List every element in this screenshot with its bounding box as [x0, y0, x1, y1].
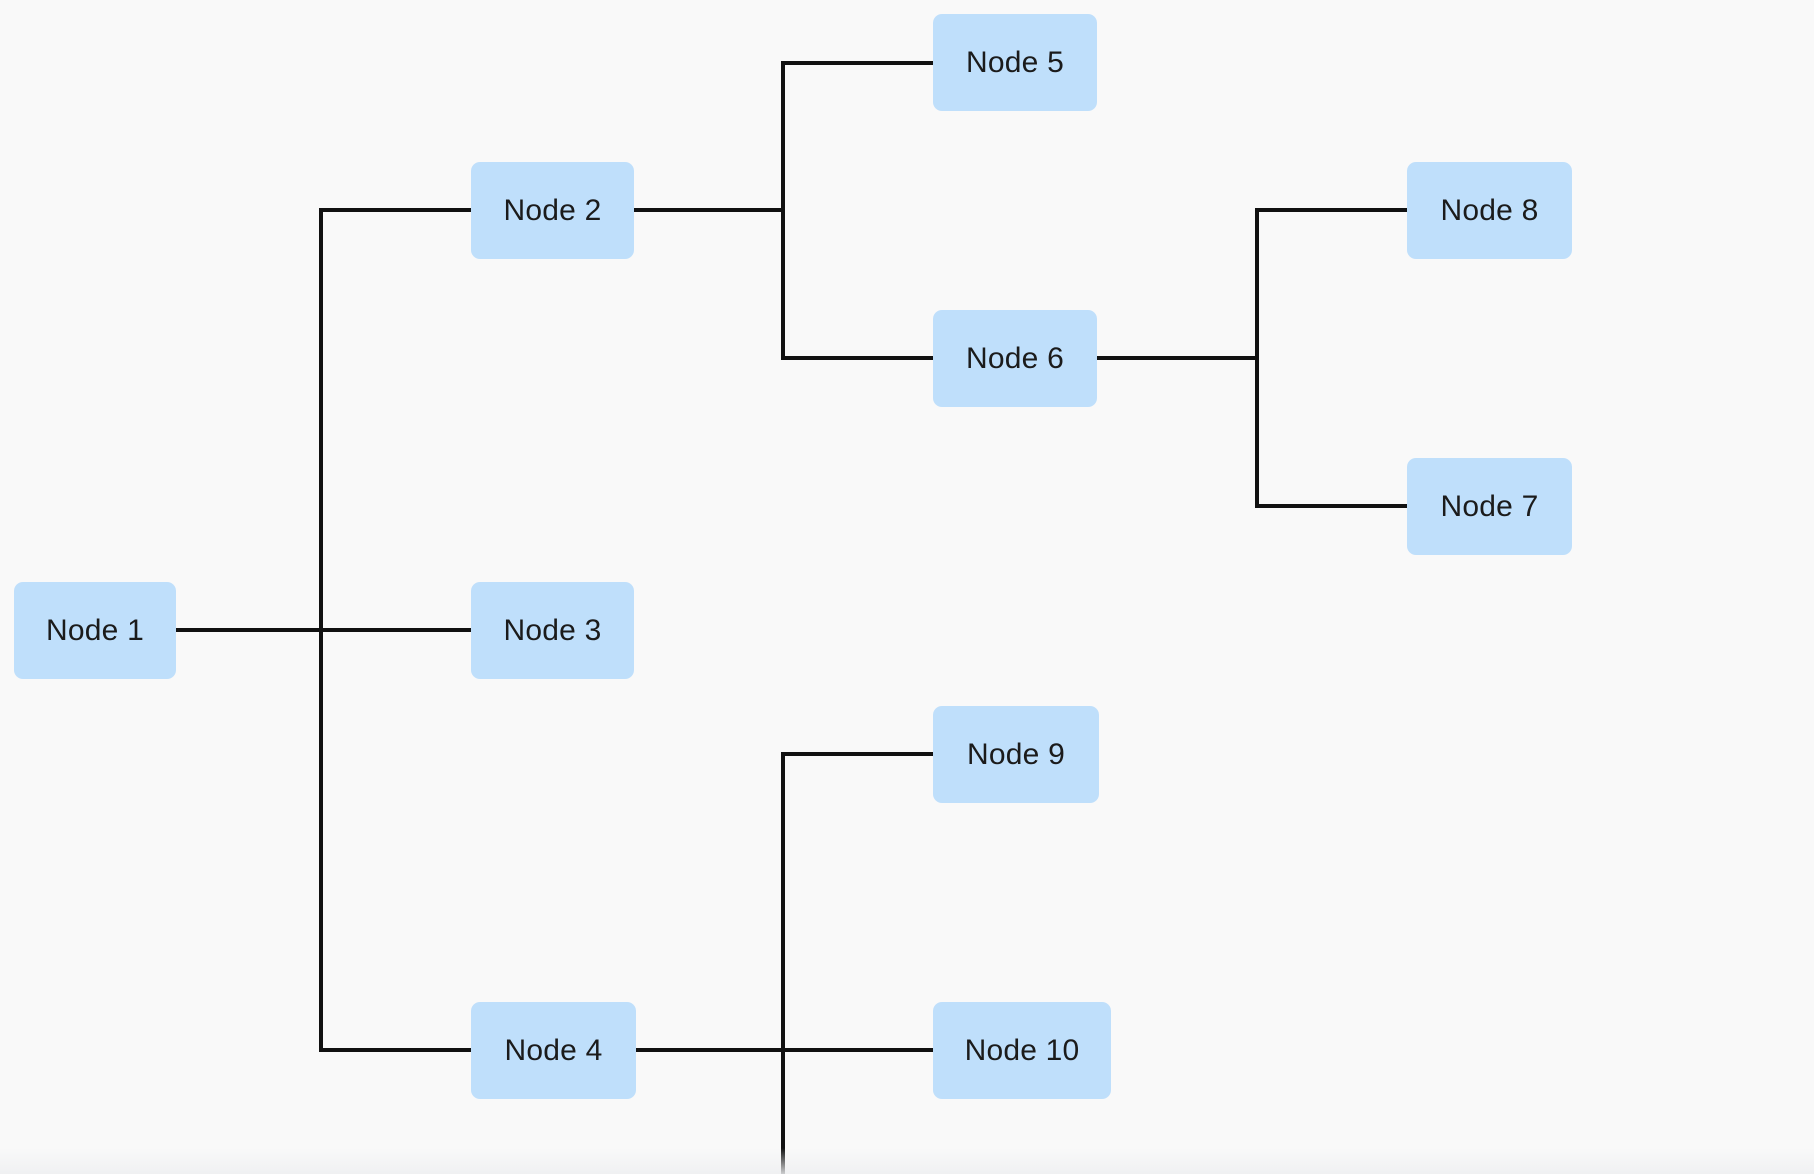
- tree-edge-n6-to-n7: [1097, 356, 1407, 508]
- tree-node-8[interactable]: Node 8: [1407, 162, 1572, 259]
- tree-node-3-label: Node 3: [503, 613, 602, 647]
- tree-node-3[interactable]: Node 3: [471, 582, 634, 679]
- tree-node-4[interactable]: Node 4: [471, 1002, 636, 1099]
- tree-node-9[interactable]: Node 9: [933, 706, 1099, 803]
- tree-node-1[interactable]: Node 1: [14, 582, 176, 679]
- tree-node-6[interactable]: Node 6: [933, 310, 1097, 407]
- tree-edge-n2-to-n6: [634, 208, 933, 360]
- tree-node-10[interactable]: Node 10: [933, 1002, 1111, 1099]
- tree-edge-n4-to-n9: [636, 752, 933, 1052]
- tree-node-2[interactable]: Node 2: [471, 162, 634, 259]
- tree-edge-n6-to-n8: [1097, 208, 1407, 360]
- tree-node-10-label: Node 10: [964, 1033, 1080, 1067]
- tree-edge-n1-to-n2: [176, 208, 471, 632]
- tree-node-1-label: Node 1: [46, 613, 144, 647]
- tree-node-4-label: Node 4: [504, 1033, 603, 1067]
- tree-node-9-label: Node 9: [967, 737, 1065, 771]
- tree-edge-n2-to-n5: [634, 61, 933, 212]
- tree-node-5-label: Node 5: [966, 45, 1064, 79]
- tree-node-7[interactable]: Node 7: [1407, 458, 1572, 555]
- tree-node-6-label: Node 6: [966, 341, 1064, 375]
- tree-node-7-label: Node 7: [1440, 489, 1539, 523]
- canvas-bottom-shade: [0, 1148, 1814, 1174]
- tree-node-2-label: Node 2: [503, 193, 602, 227]
- tree-node-8-label: Node 8: [1440, 193, 1539, 227]
- tree-node-5[interactable]: Node 5: [933, 14, 1097, 111]
- tree-edge-n1-to-n4: [176, 628, 471, 1052]
